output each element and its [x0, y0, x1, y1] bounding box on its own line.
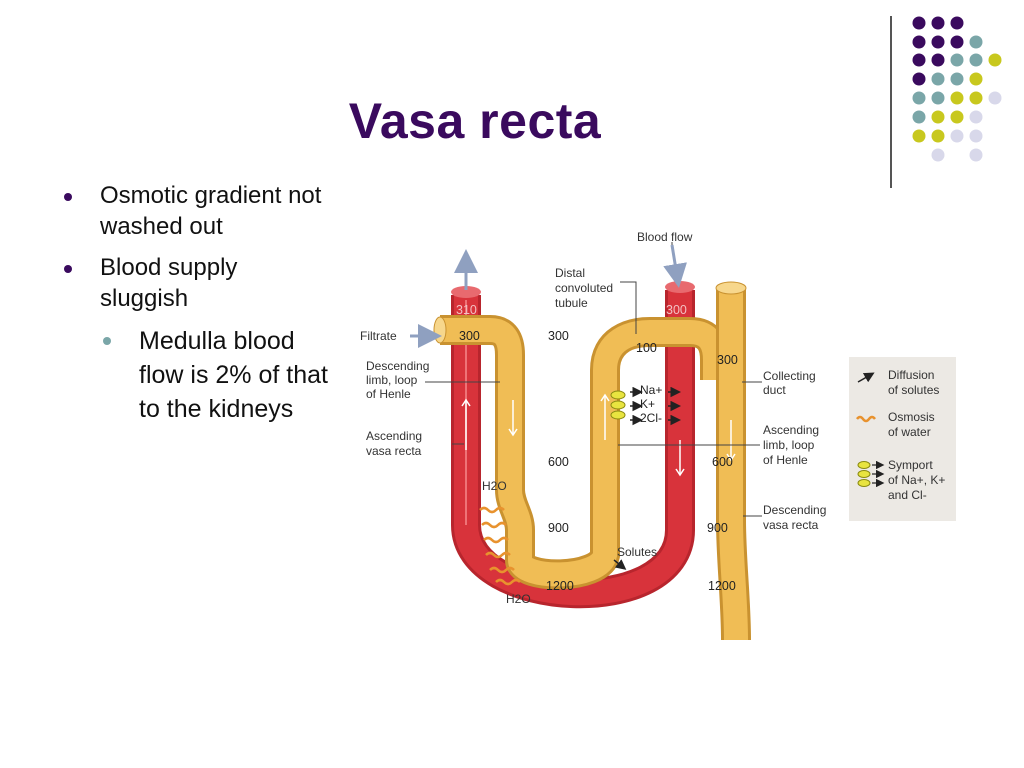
water-label: H2O [506, 592, 531, 606]
legend-diffusion-icon [857, 372, 875, 383]
sub-bullet-item: Medulla blood flow is 2% of that to the … [62, 324, 332, 426]
collecting-duct-label: Collecting [763, 369, 816, 383]
blood-flow-in-arrow [663, 244, 687, 288]
slide-title: Vasa recta [348, 93, 602, 149]
legend-text: and Cl- [888, 488, 927, 502]
legend-box [849, 357, 956, 521]
value-label: 300 [717, 353, 738, 367]
ascending-limb-label: limb, loop [763, 438, 815, 452]
value-label: 1200 [546, 579, 574, 593]
legend-text: of solutes [888, 383, 939, 397]
legend-text: Osmosis [888, 410, 935, 424]
water-label: H2O [482, 479, 507, 493]
flow-arrows [461, 393, 736, 623]
legend: Diffusion of solutes Osmosis of water Sy… [849, 357, 956, 521]
ascending-vasa-recta-label: Ascending [366, 429, 422, 443]
value-label: 900 [707, 521, 728, 535]
bullet-item: Blood supply sluggish [62, 252, 332, 314]
osmosis-squiggles [479, 506, 521, 586]
filtrate-label: Filtrate [360, 329, 397, 343]
distal-tubule-label: tubule [555, 296, 588, 310]
ascending-vasa-recta-label: vasa recta [366, 444, 422, 458]
descending-vasa-recta-label: Descending [763, 503, 826, 517]
osmolarity-values: 310 300 300 300 300 100 600 600 900 900 … [456, 303, 738, 593]
legend-symport-icon [857, 460, 885, 488]
ascending-limb-label: of Henle [763, 453, 808, 467]
descending-limb-label: limb, loop [366, 373, 418, 387]
value-label: 300 [459, 329, 480, 343]
distal-tubule-label: Distal [555, 266, 585, 280]
legend-text: Symport [888, 458, 933, 472]
solutes-arrow [613, 559, 627, 570]
value-label: 310 [456, 303, 477, 317]
ascending-limb-label: Ascending [763, 423, 819, 437]
legend-text: Diffusion [888, 368, 934, 382]
legend-text: of Na+, K+ [888, 473, 945, 487]
descending-limb-label: Descending [366, 359, 429, 373]
vasa-recta-diagram: Na+ K+ 2Cl- 310 300 300 300 300 100 600 … [350, 220, 960, 650]
legend-osmosis-icon [856, 415, 876, 423]
descending-limb-label: of Henle [366, 387, 411, 401]
legend-text: of water [888, 425, 931, 439]
divider-line [890, 16, 892, 188]
value-label: 1200 [708, 579, 736, 593]
bullet-list: Osmotic gradient not washed out Blood su… [62, 180, 332, 426]
leader-lines [425, 242, 762, 517]
dot-pattern [912, 16, 1002, 162]
distal-tubule-label: convoluted [555, 281, 613, 295]
bullet-item: Osmotic gradient not washed out [62, 180, 332, 242]
blood-flow-label: Blood flow [637, 230, 693, 244]
solutes-label: Solutes [617, 545, 657, 559]
ion-label: Na+ [640, 383, 662, 397]
decorative-dot-grid [912, 16, 1002, 162]
symport-pumps [610, 386, 681, 426]
ion-label: K+ [640, 397, 655, 411]
ion-label: 2Cl- [640, 411, 662, 425]
value-label: 100 [636, 341, 657, 355]
value-label: 300 [666, 303, 687, 317]
collecting-duct [715, 281, 751, 641]
value-label: 600 [712, 455, 733, 469]
collecting-duct-label: duct [763, 383, 786, 397]
descending-vasa-recta-label: vasa recta [763, 518, 819, 532]
value-label: 300 [548, 329, 569, 343]
value-label: 900 [548, 521, 569, 535]
value-label: 600 [548, 455, 569, 469]
diagram-svg: Na+ K+ 2Cl- 310 300 300 300 300 100 600 … [360, 230, 956, 641]
